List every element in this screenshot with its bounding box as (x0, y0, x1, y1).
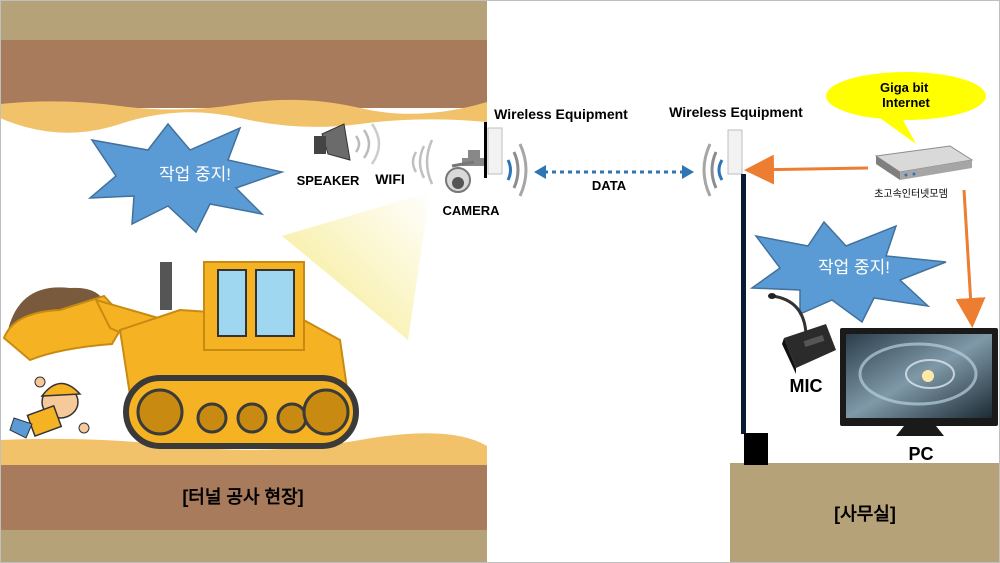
modem-to-wireless-arrow (744, 154, 869, 185)
internet-bubble-line: Internet (882, 95, 930, 110)
mic-label: MIC (790, 376, 823, 396)
bulldozer-illustration (2, 261, 359, 449)
camera-label: CAMERA (442, 203, 500, 218)
office-wireless-device (727, 129, 743, 175)
exhaust-pipe (160, 262, 172, 310)
site-wireless-device (487, 127, 503, 175)
office-floor (730, 463, 1000, 563)
internet-bubble-label: Giga bit Internet (880, 80, 932, 110)
fallen-worker-illustration (9, 376, 90, 439)
track-wheels (136, 388, 350, 436)
office-stop-burst (749, 220, 947, 324)
camera-light-beam (282, 192, 430, 340)
tunnel-floor-rock (0, 465, 487, 530)
site-wireless-label: Wireless Equipment (494, 106, 628, 122)
tunnel-ceiling-rock (0, 40, 487, 108)
camera-icon (445, 150, 484, 193)
wifi-icon (411, 139, 434, 185)
wifi-label: WIFI (375, 171, 405, 187)
speaker-icon (314, 123, 381, 165)
office-antenna-pole (741, 174, 746, 434)
tunnel-site-label: [터널 공사 현장] (182, 487, 303, 507)
office-antenna-base (744, 433, 768, 465)
speaker-label: SPEAKER (297, 173, 360, 188)
office-wireless-label: Wireless Equipment (669, 104, 803, 120)
site-antenna-pole (484, 122, 487, 178)
modem-label: 초고속인터넷모뎀 (874, 188, 948, 200)
office-wireless-signal-icon (702, 143, 724, 197)
tunnel-site-background (0, 0, 487, 563)
site-stop-burst (87, 122, 285, 234)
modem-icon (874, 145, 974, 180)
office-stop-message: 작업 중지! (818, 258, 890, 277)
internet-bubble-line: Giga bit (880, 80, 929, 95)
modem-to-pc-arrow (955, 189, 986, 328)
pc-monitor-icon (840, 328, 998, 436)
tunnel-ceiling-top (0, 0, 487, 40)
data-arrow-left-icon (534, 165, 546, 179)
data-label: DATA (592, 178, 627, 193)
microphone-icon (768, 293, 836, 374)
internet-bubble (826, 72, 986, 144)
site-stop-message: 작업 중지! (159, 165, 231, 184)
data-arrow-right-icon (682, 165, 694, 179)
tunnel-ceiling-sand (0, 99, 487, 133)
site-wireless-signal-icon (506, 143, 528, 197)
cab-window-right (255, 269, 295, 337)
cab-window-left (217, 269, 247, 337)
tunnel-floor-bottom (0, 530, 487, 563)
office-label: [사무실] (834, 504, 896, 524)
tunnel-floor-sand (0, 433, 487, 468)
pc-label: PC (908, 444, 933, 464)
